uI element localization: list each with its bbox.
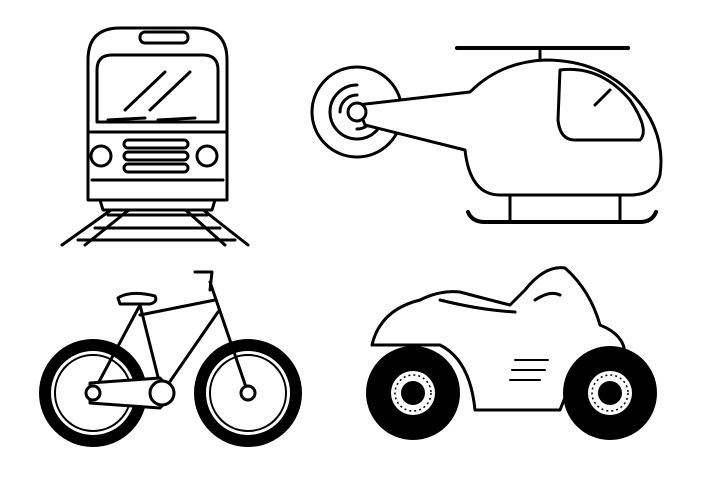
bicycle-front-wheel — [194, 339, 302, 447]
helicopter-icon — [310, 46, 663, 224]
bicycle-frame — [91, 270, 250, 395]
train-icon — [60, 26, 250, 247]
atv-front-wheel — [563, 346, 657, 440]
atv-rear-wheel — [366, 346, 460, 440]
train-grille — [122, 138, 190, 174]
train-headlight-left — [89, 144, 113, 168]
atv-body — [370, 266, 627, 412]
train-tracks — [60, 203, 250, 247]
bicycle-icon — [39, 270, 302, 447]
helicopter-skids — [466, 190, 658, 224]
train-windshield — [95, 53, 220, 124]
train-headlight-right — [195, 144, 219, 168]
train-top-light — [138, 30, 190, 45]
atv-icon — [366, 266, 657, 440]
bicycle-seat — [116, 291, 158, 306]
helicopter-window — [556, 67, 645, 142]
